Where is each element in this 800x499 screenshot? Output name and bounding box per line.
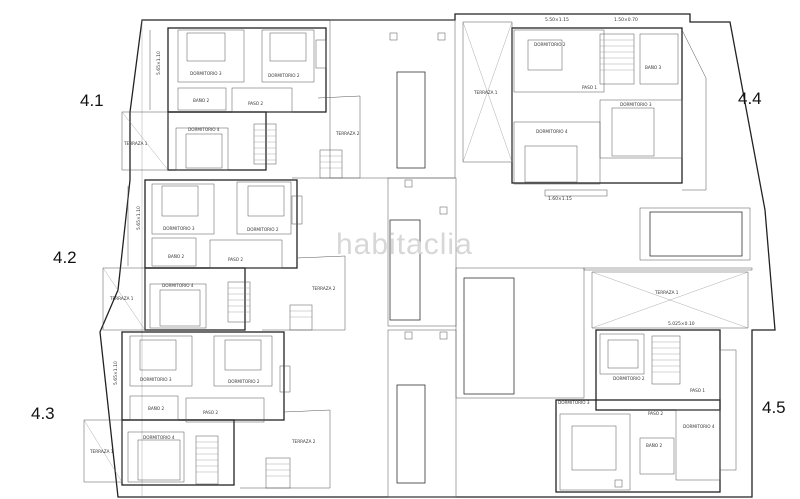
room-label: DORMITORIO 2 bbox=[268, 73, 300, 78]
room-label: PASO 2 bbox=[248, 101, 263, 106]
dimension-label: 5.65×1.10 bbox=[156, 51, 162, 75]
unit-4-3-plan bbox=[83, 331, 331, 489]
room-label: DORMITORIO 3 bbox=[620, 102, 652, 107]
room-labels: DORMITORIO 3 DORMITORIO 2 BAÑO 2 PASO 2 … bbox=[89, 42, 715, 454]
unit-label-4-4: 4.4 bbox=[738, 89, 762, 108]
site-boundary bbox=[99, 13, 776, 498]
dimension-label: 5.50×1.15 bbox=[545, 17, 569, 23]
room-label: BAÑO 3 bbox=[645, 65, 661, 70]
room-label: DORMITORIO 4 bbox=[162, 283, 194, 288]
room-label: DORMITORIO 2 bbox=[228, 379, 260, 384]
room-label: TERRAZA 2 bbox=[291, 439, 316, 444]
dimension-label: 1.60×1.15 bbox=[548, 196, 572, 202]
room-label: DORMITORIO 3 bbox=[190, 71, 222, 76]
room-label: TERRAZA 1 bbox=[654, 290, 679, 295]
room-label: PASO 2 bbox=[228, 257, 243, 262]
room-label: DORMITORIO 2 bbox=[534, 42, 566, 47]
room-label: BAÑO 2 bbox=[646, 443, 662, 448]
room-label: DORMITORIO 4 bbox=[143, 435, 175, 440]
room-label: PASO 1 bbox=[582, 85, 597, 90]
room-label: DORMITORIO 4 bbox=[536, 129, 568, 134]
room-label: TERRAZA 2 bbox=[335, 131, 360, 136]
common-courtyard bbox=[329, 19, 753, 498]
dimension-label: 5.025×0.10 bbox=[668, 321, 695, 327]
unit-4-4-plan bbox=[462, 21, 707, 197]
unit-label-4-5: 4.5 bbox=[762, 398, 786, 417]
room-label: PASO 1 bbox=[690, 388, 705, 393]
room-label: BAÑO 2 bbox=[148, 406, 164, 411]
unit-4-5-plan bbox=[555, 271, 749, 493]
unit-4-2-plan bbox=[102, 179, 346, 331]
room-label: TERRAZA 1 bbox=[473, 90, 498, 95]
dimension-label: 5.65×1.10 bbox=[136, 206, 142, 230]
room-label: DORMITORIO 4 bbox=[188, 127, 220, 132]
room-label: TERRAZA 1 bbox=[123, 141, 148, 146]
dimension-label: 5.65×1.10 bbox=[113, 361, 119, 385]
unit-label-4-3: 4.3 bbox=[31, 404, 55, 423]
room-label: DORMITORIO 3 bbox=[558, 400, 590, 405]
room-label: DORMITORIO 2 bbox=[247, 227, 279, 232]
room-label: DORMITORIO 3 bbox=[140, 377, 172, 382]
room-label: DORMITORIO 3 bbox=[163, 226, 195, 231]
room-label: DORMITORIO 2 bbox=[613, 376, 645, 381]
unit-label-4-2: 4.2 bbox=[53, 248, 77, 267]
room-label: BAÑO 2 bbox=[168, 254, 184, 259]
room-label: DORMITORIO 4 bbox=[683, 424, 715, 429]
dimension-labels: 5.50×1.15 1.50×0.70 1.60×1.15 5.65×1.10 … bbox=[113, 17, 695, 385]
room-label: PASO 2 bbox=[648, 411, 663, 416]
dimension-label: 1.50×0.70 bbox=[614, 17, 638, 23]
room-label: BAÑO 2 bbox=[193, 98, 209, 103]
room-label: PASO 2 bbox=[203, 410, 218, 415]
watermark: habitaclia bbox=[336, 228, 473, 261]
room-label: TERRAZA 1 bbox=[89, 449, 114, 454]
unit-label-4-1: 4.1 bbox=[80, 91, 104, 110]
room-label: TERRAZA 2 bbox=[311, 286, 336, 291]
room-label: TERRAZA 1 bbox=[109, 296, 134, 301]
unit-4-1-plan bbox=[121, 27, 361, 179]
